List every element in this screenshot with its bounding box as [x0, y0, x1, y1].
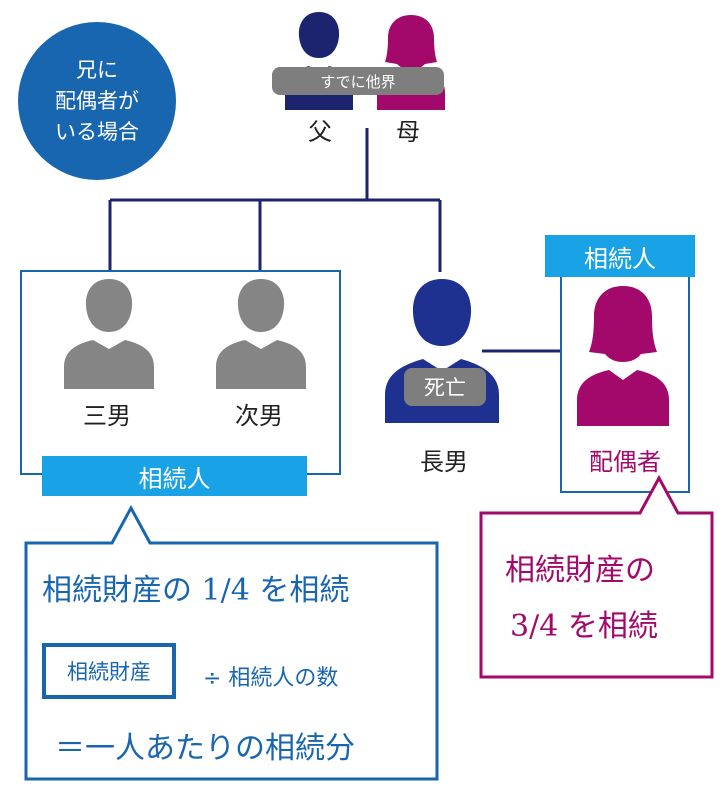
second-son-label: 次男	[235, 402, 283, 430]
left-bubble-headline: 相続財産の 1/4 を相続	[42, 573, 350, 608]
boxed-term: 相続財産	[42, 643, 176, 699]
mother-label: 母	[396, 118, 420, 146]
result-text: ＝一人あたりの相続分	[55, 731, 355, 766]
spouse-heir-tag: 相続人	[545, 235, 695, 277]
deceased-label: 死亡	[404, 368, 486, 406]
second-son-person-icon	[216, 279, 306, 389]
eldest-son-label: 長男	[420, 448, 468, 476]
scenario-badge: 兄に 配偶者が いる場合	[18, 22, 176, 180]
badge-line-3: いる場合	[55, 119, 139, 144]
father-label: 父	[308, 118, 332, 146]
third-son-label: 三男	[83, 402, 131, 430]
divide-text: ÷ 相続人の数	[203, 666, 339, 691]
heirs-tag: 相続人	[42, 456, 307, 496]
spouse-person-icon	[577, 286, 669, 426]
badge-line-2: 配偶者が	[55, 88, 139, 113]
deceased-parents-label: すでに他界	[272, 67, 444, 95]
right-bubble-line-1: 相続財産の	[505, 553, 655, 588]
right-bubble-line-2: 3/4 を相続	[510, 609, 658, 644]
spouse-label: 配偶者	[589, 448, 661, 476]
badge-line-1: 兄に	[76, 57, 118, 82]
boxed-term-text: 相続財産	[67, 660, 151, 684]
third-son-person-icon	[64, 279, 154, 389]
